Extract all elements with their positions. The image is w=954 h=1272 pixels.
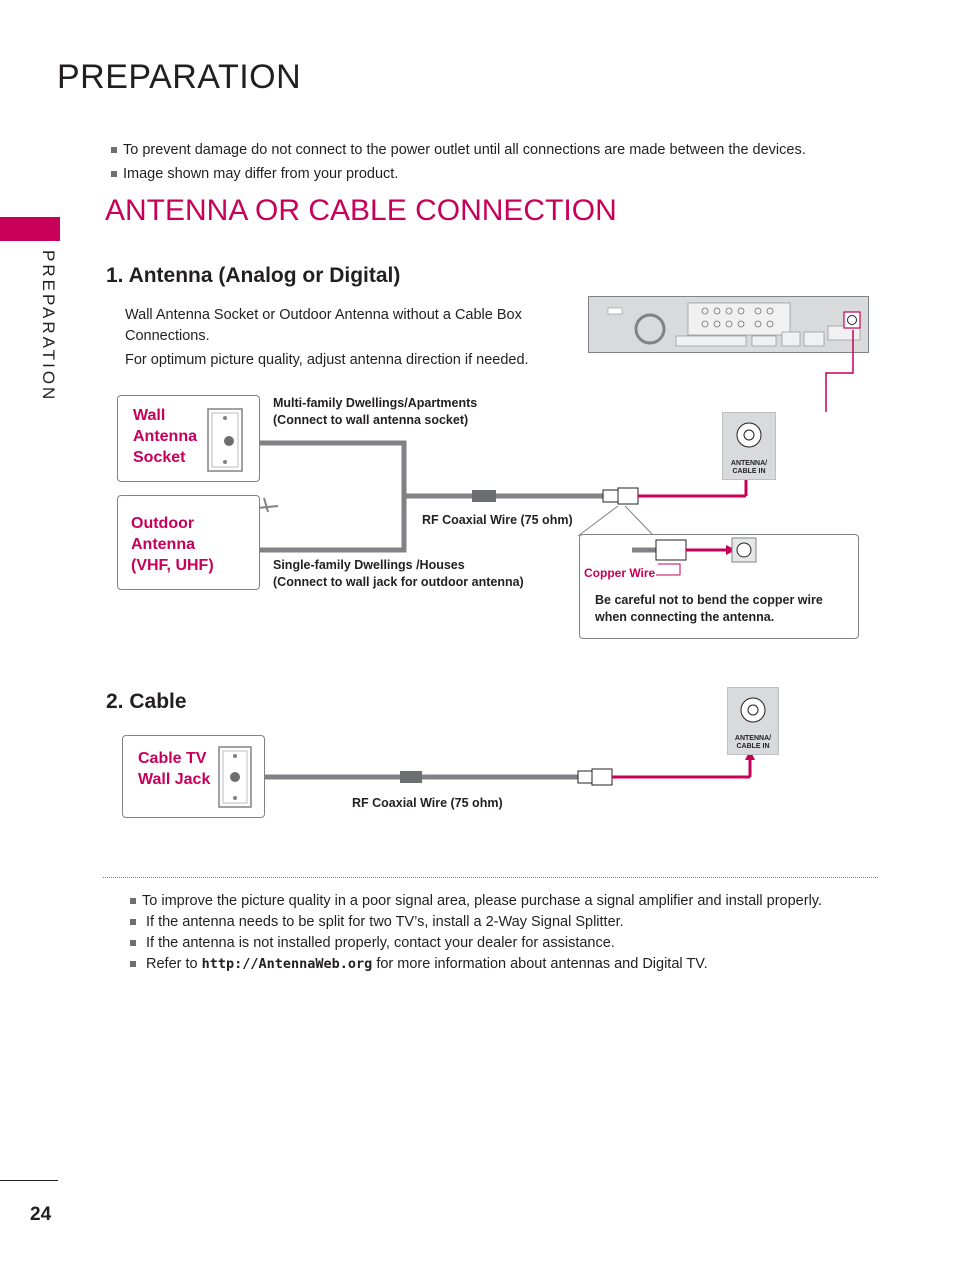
- antenna-direction-note: For optimum picture quality, adjust ante…: [125, 352, 529, 368]
- outdoor-antenna-label-line: Outdoor: [131, 515, 195, 532]
- wall-socket-icon: [207, 408, 243, 472]
- single-family-caption-line: (Connect to wall jack for outdoor antenn…: [273, 575, 524, 589]
- coax-jack-icon: [736, 422, 762, 448]
- tip-text: If the antenna needs to be split for two…: [146, 914, 624, 930]
- page-title: PREPARATION: [57, 58, 302, 96]
- multi-family-caption-line: Multi-family Dwellings/Apartments: [273, 396, 478, 410]
- antenna-cable-in-jack: ANTENNA/ CABLE IN: [722, 412, 776, 480]
- tip-text-suffix: for more information about antennas and …: [372, 956, 708, 972]
- rf-wire-label: RF Coaxial Wire (75 ohm): [422, 513, 573, 527]
- multi-family-caption: Multi-family Dwellings/Apartments (Conne…: [273, 395, 477, 429]
- outdoor-antenna-label-line: (VHF, UHF): [131, 557, 214, 574]
- tv-rear-panel: [588, 296, 869, 353]
- bullet-square-icon: [130, 961, 136, 968]
- tip-item: If the antenna needs to be split for two…: [130, 912, 624, 933]
- bullet-item: To prevent damage do not connect to the …: [111, 138, 806, 162]
- bullet-text: To prevent damage do not connect to the …: [123, 142, 806, 158]
- cable-wall-jack-box: Cable TV Wall Jack: [122, 735, 265, 818]
- cable-heading: 2. Cable: [106, 690, 187, 713]
- outdoor-antenna-label-line: Antenna: [131, 536, 195, 553]
- page-number: 24: [30, 1204, 52, 1225]
- wall-antenna-label: Wall Antenna Socket: [133, 405, 197, 468]
- tip-text: If the antenna is not installed properly…: [146, 935, 615, 951]
- tip-item: Refer to http://AntennaWeb.org for more …: [130, 954, 708, 975]
- outdoor-antenna-box: Outdoor Antenna (VHF, UHF): [117, 495, 260, 590]
- tip-text: To improve the picture quality in a poor…: [142, 893, 822, 909]
- bullet-square-icon: [111, 171, 117, 178]
- wall-antenna-label-line: Wall: [133, 407, 166, 424]
- wall-antenna-label-line: Socket: [133, 449, 186, 466]
- cable-wall-jack-label: Cable TV Wall Jack: [138, 748, 210, 790]
- bullet-item: Image shown may differ from your product…: [111, 162, 398, 186]
- coax-jack-icon: [740, 697, 766, 723]
- tip-item: If the antenna is not installed properly…: [130, 933, 615, 954]
- section-title: ANTENNA OR CABLE CONNECTION: [105, 194, 617, 227]
- side-tab-label: PREPARATION: [39, 250, 58, 403]
- cable-wall-jack-label-line: Wall Jack: [138, 771, 211, 788]
- jack-label-line2: CABLE IN: [736, 743, 770, 750]
- antennaweb-link[interactable]: http://AntennaWeb.org: [201, 956, 373, 972]
- copper-wire-caution-box: Copper Wire Be careful not to bend the c…: [579, 534, 859, 639]
- footer-rule: [0, 1180, 58, 1181]
- tip-text-prefix: Refer to: [146, 956, 202, 972]
- cable-in-jack: ANTENNA/ CABLE IN: [727, 687, 779, 755]
- caution-text-line: when connecting the antenna.: [595, 610, 775, 624]
- bullet-square-icon: [130, 940, 136, 947]
- cable-rf-wire-label: RF Coaxial Wire (75 ohm): [352, 796, 503, 810]
- wall-socket-icon: [218, 746, 252, 808]
- bullet-square-icon: [130, 919, 136, 926]
- antenna-heading: 1. Antenna (Analog or Digital): [106, 264, 401, 287]
- bullet-square-icon: [130, 898, 136, 905]
- antenna-description: Wall Antenna Socket or Outdoor Antenna w…: [125, 307, 522, 344]
- jack-label-line1: ANTENNA/: [730, 460, 768, 467]
- wall-antenna-label-line: Antenna: [133, 428, 197, 445]
- copper-wire-label: Copper Wire: [584, 566, 656, 580]
- caution-text: Be careful not to bend the copper wire w…: [595, 592, 823, 626]
- bullet-text: Image shown may differ from your product…: [123, 166, 399, 182]
- outdoor-antenna-label: Outdoor Antenna (VHF, UHF): [131, 513, 214, 576]
- wall-antenna-socket-box: Wall Antenna Socket: [117, 395, 260, 482]
- section-divider: [103, 877, 878, 878]
- cable-wall-jack-label-line: Cable TV: [138, 750, 207, 767]
- bullet-square-icon: [111, 147, 117, 154]
- tip-item: To improve the picture quality in a poor…: [130, 891, 822, 912]
- caution-text-line: Be careful not to bend the copper wire: [595, 593, 823, 607]
- single-family-caption: Single-family Dwellings /Houses (Connect…: [273, 557, 524, 591]
- jack-label-line2: CABLE IN: [732, 468, 766, 475]
- single-family-caption-line: Single-family Dwellings /Houses: [273, 558, 465, 572]
- jack-label-line1: ANTENNA/: [734, 735, 772, 742]
- multi-family-caption-line: (Connect to wall antenna socket): [273, 413, 469, 427]
- side-tab-marker: [0, 217, 60, 241]
